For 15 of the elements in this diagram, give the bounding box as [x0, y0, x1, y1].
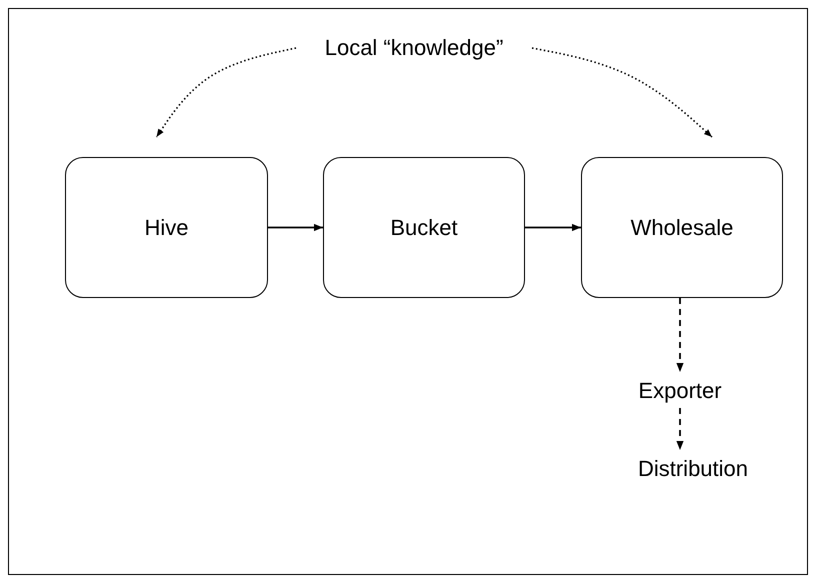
process-box: [323, 157, 525, 298]
node-text: Hive: [144, 214, 188, 240]
node-text: Exporter: [638, 378, 722, 404]
arrow: [532, 47, 713, 138]
arrow: [676, 408, 684, 450]
node-text: Distribution: [638, 456, 748, 482]
arrow: [268, 224, 323, 232]
node-text: Bucket: [390, 214, 458, 240]
arrow: [156, 47, 296, 138]
process-box: [581, 157, 783, 298]
process-box: [65, 157, 268, 298]
node-text: Local “knowledge”: [324, 35, 504, 61]
arrow: [525, 224, 581, 232]
arrow: [676, 298, 684, 372]
node-text: Wholesale: [630, 214, 734, 240]
